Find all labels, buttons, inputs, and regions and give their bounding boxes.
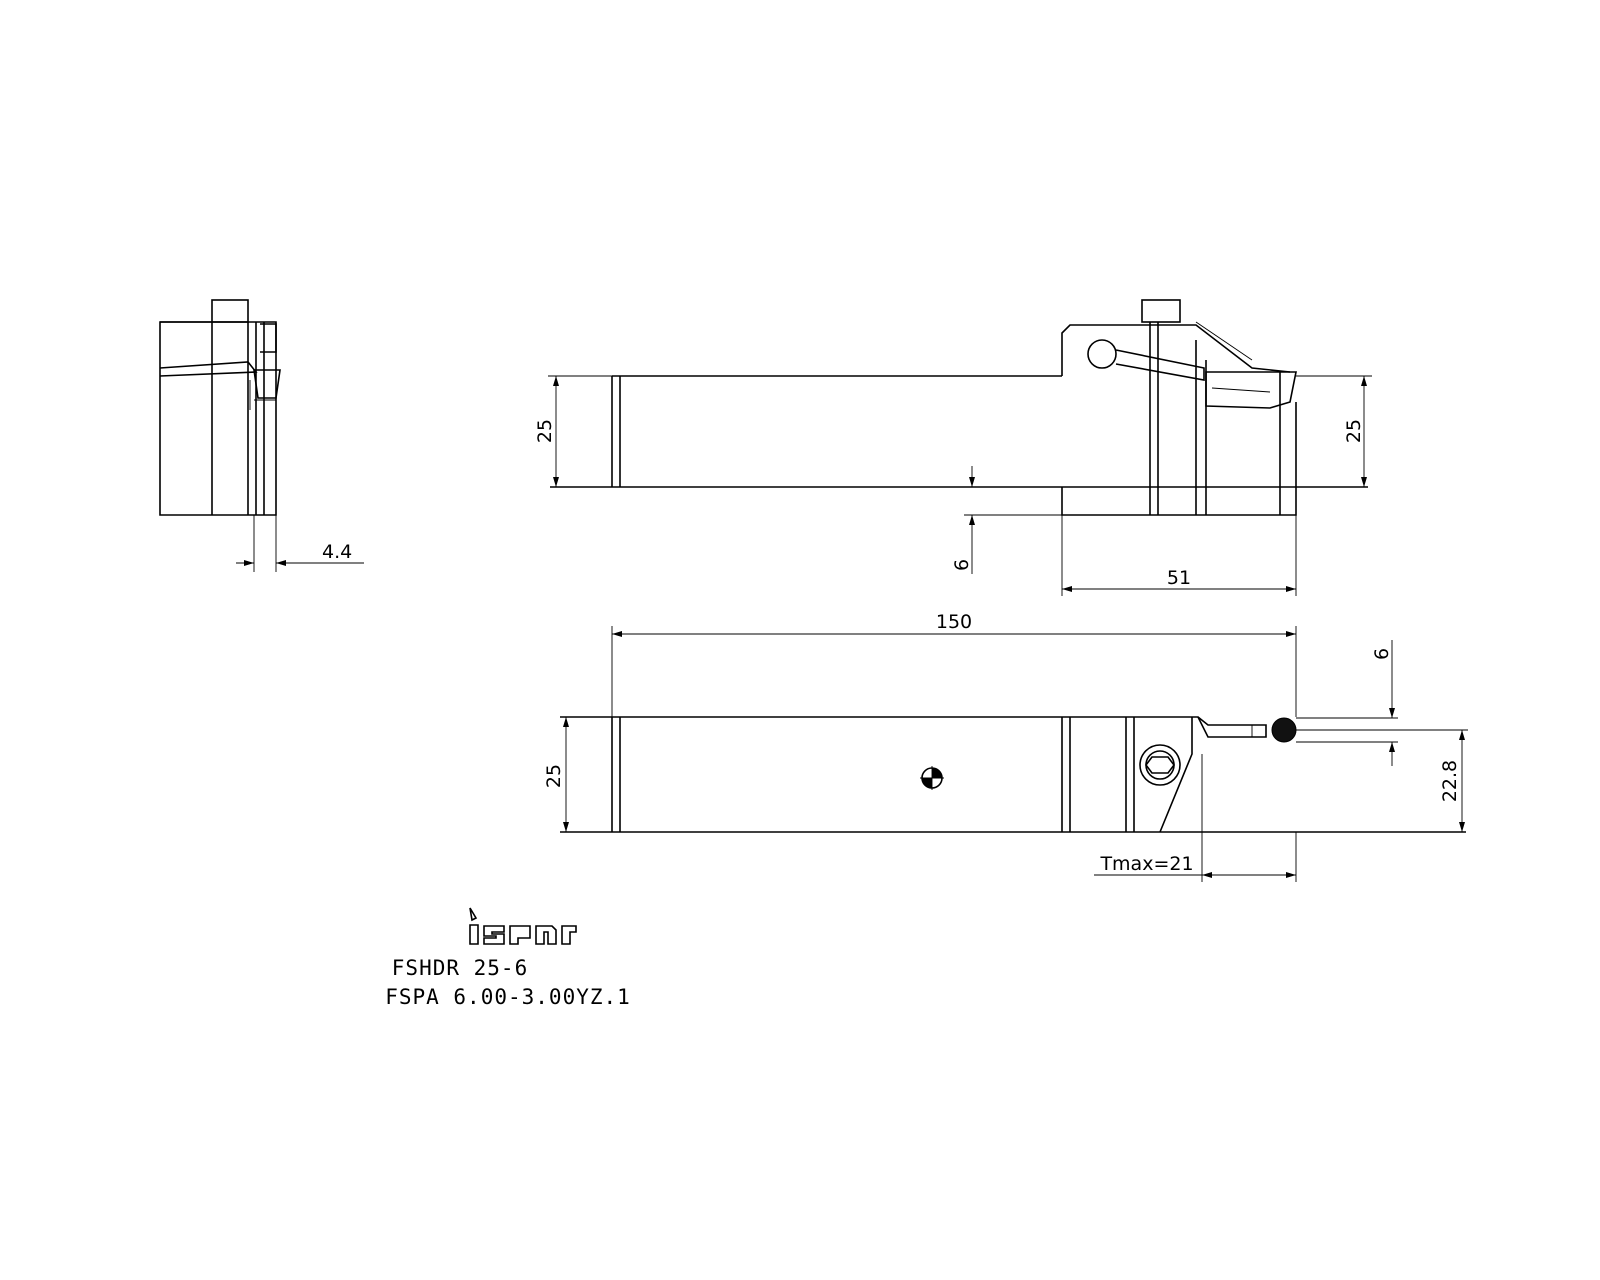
front-shank-height-left-dimension: 25 bbox=[534, 375, 612, 487]
front-view bbox=[550, 299, 1368, 516]
front-shank-height-right-dimension: 25 bbox=[1296, 375, 1372, 487]
insert-width-label: 6 bbox=[1371, 648, 1393, 660]
brand-logo: iscar bbox=[469, 907, 577, 945]
head-length-label: 51 bbox=[1167, 567, 1191, 589]
overall-length-label: 150 bbox=[936, 611, 972, 633]
front-shank-height-left-label: 25 bbox=[534, 419, 556, 443]
cutting-edge-offset-label: 22.8 bbox=[1439, 760, 1461, 802]
top-shank-width-dimension: 25 bbox=[543, 716, 612, 832]
side-offset-label: 4.4 bbox=[322, 541, 352, 563]
head-step-label: 6 bbox=[951, 559, 973, 571]
end-view bbox=[159, 299, 281, 516]
insert-width-dimension: 6 bbox=[1296, 640, 1398, 766]
side-offset-dimension: 4.4 bbox=[236, 515, 364, 572]
top-view bbox=[560, 716, 1466, 833]
head-step-dimension: 6 bbox=[951, 466, 1062, 574]
max-depth-label: Tmax=21 bbox=[1099, 853, 1193, 875]
part-number: FSHDR 25-6 bbox=[392, 956, 528, 980]
top-shank-width-label: 25 bbox=[543, 764, 565, 788]
overall-length-dimension: 150 bbox=[611, 611, 1297, 717]
cutting-edge-offset-dimension: 22.8 bbox=[1296, 729, 1468, 832]
front-shank-height-right-label: 25 bbox=[1343, 419, 1365, 443]
head-length-dimension: 51 bbox=[1061, 515, 1297, 596]
max-depth-dimension: Tmax=21 bbox=[1094, 754, 1297, 882]
insert-number: FSPA 6.00-3.00YZ.1 bbox=[385, 985, 631, 1009]
